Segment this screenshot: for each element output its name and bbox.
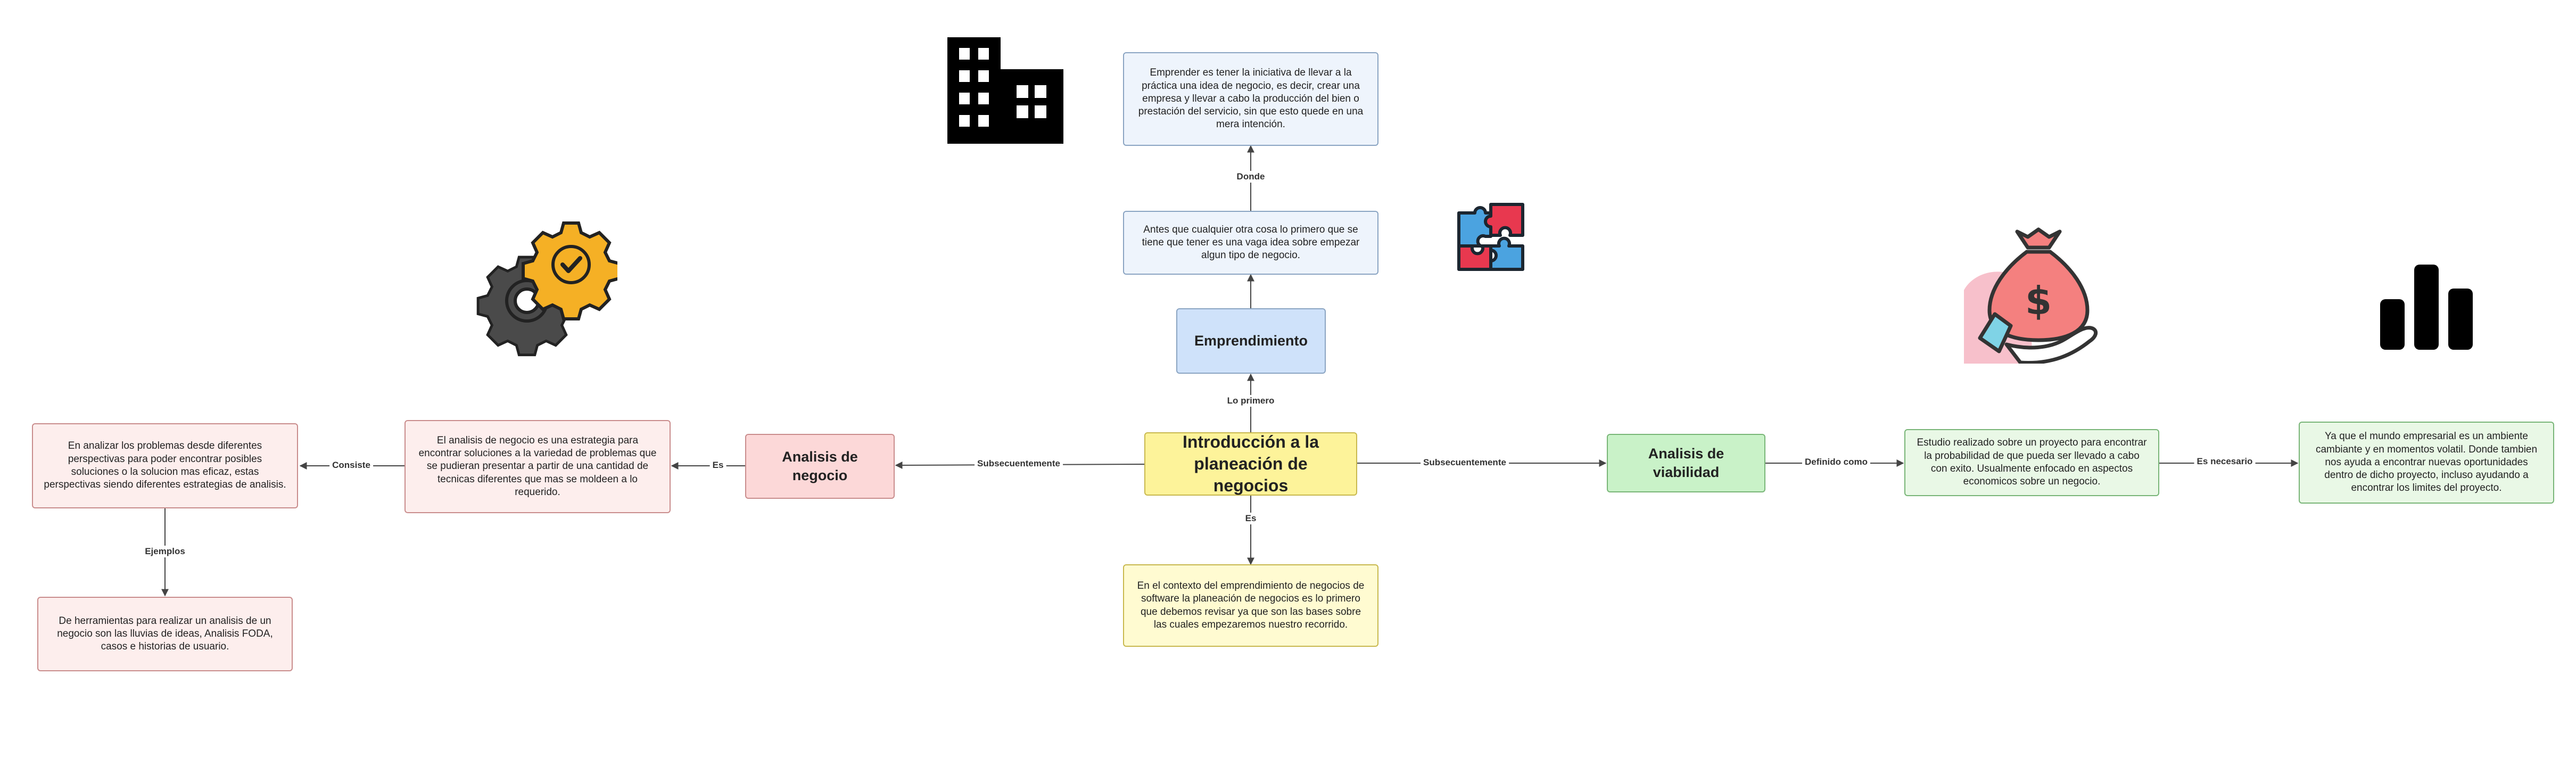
node-emprendimiento-label: Emprendimiento bbox=[1194, 333, 1308, 349]
building-icon bbox=[947, 37, 1063, 144]
edge-label-donde: Donde bbox=[1234, 171, 1268, 183]
node-estudio-text: Estudio realizado sobre un proyecto para… bbox=[1917, 437, 2147, 488]
edge-label-subsecuentemente-right: Subsecuentemente bbox=[1421, 457, 1509, 468]
node-viabilidad[interactable]: Analisis de viabilidad bbox=[1607, 434, 1765, 492]
edge-label-es-left: Es bbox=[709, 459, 726, 471]
money-bag-hand-icon: $ bbox=[1964, 227, 2098, 364]
node-contexto[interactable]: En el contexto del emprendimiento de neg… bbox=[1123, 564, 1378, 647]
node-viabilidad-label: Analisis de viabilidad bbox=[1648, 446, 1724, 480]
node-emprendimiento[interactable]: Emprendimiento bbox=[1176, 308, 1326, 374]
edge-label-subsecuentemente-left: Subsecuentemente bbox=[975, 458, 1063, 470]
node-mundo[interactable]: Ya que el mundo empresarial es un ambien… bbox=[2299, 422, 2554, 504]
node-intro[interactable]: Introducción a la planeación de negocios bbox=[1144, 432, 1357, 496]
node-herramientas-text: De herramientas para realizar un analisi… bbox=[57, 615, 273, 653]
svg-text:$: $ bbox=[2025, 278, 2052, 323]
node-analisis-negocio-label: Analisis de negocio bbox=[782, 449, 858, 483]
node-mundo-text: Ya que el mundo empresarial es un ambien… bbox=[2315, 431, 2538, 494]
node-emprender[interactable]: Emprender es tener la iniciativa de llev… bbox=[1123, 52, 1378, 146]
node-antes-text: Antes que cualquier otra cosa lo primero… bbox=[1142, 224, 1360, 261]
node-antes[interactable]: Antes que cualquier otra cosa lo primero… bbox=[1123, 211, 1378, 275]
node-perspectivas[interactable]: En analizar los problemas desde diferent… bbox=[32, 423, 298, 508]
node-estudio[interactable]: Estudio realizado sobre un proyecto para… bbox=[1904, 429, 2159, 496]
node-estrategia[interactable]: El analisis de negocio es una estrategia… bbox=[404, 420, 671, 513]
node-emprender-text: Emprender es tener la iniciativa de llev… bbox=[1138, 67, 1364, 130]
edge-label-lo-primero: Lo primero bbox=[1224, 395, 1277, 407]
node-estrategia-text: El analisis de negocio es una estrategia… bbox=[418, 434, 657, 498]
edge-label-es-necesario: Es necesario bbox=[2194, 456, 2256, 467]
puzzle-icon bbox=[1457, 203, 1524, 271]
node-intro-label: Introducción a la planeación de negocios bbox=[1182, 432, 1319, 495]
node-herramientas[interactable]: De herramientas para realizar un analisi… bbox=[37, 597, 293, 671]
node-analisis-negocio[interactable]: Analisis de negocio bbox=[745, 434, 895, 499]
bar-chart-icon bbox=[2380, 265, 2473, 350]
node-contexto-text: En el contexto del emprendimiento de neg… bbox=[1137, 580, 1365, 630]
gears-check-icon bbox=[476, 221, 617, 357]
edge-label-es-down: Es bbox=[1242, 513, 1259, 524]
node-perspectivas-text: En analizar los problemas desde diferent… bbox=[44, 440, 286, 491]
edge-label-consiste: Consiste bbox=[329, 459, 373, 471]
edge-label-ejemplos: Ejemplos bbox=[142, 546, 188, 557]
edge-label-definido-como: Definido como bbox=[1802, 456, 1871, 468]
